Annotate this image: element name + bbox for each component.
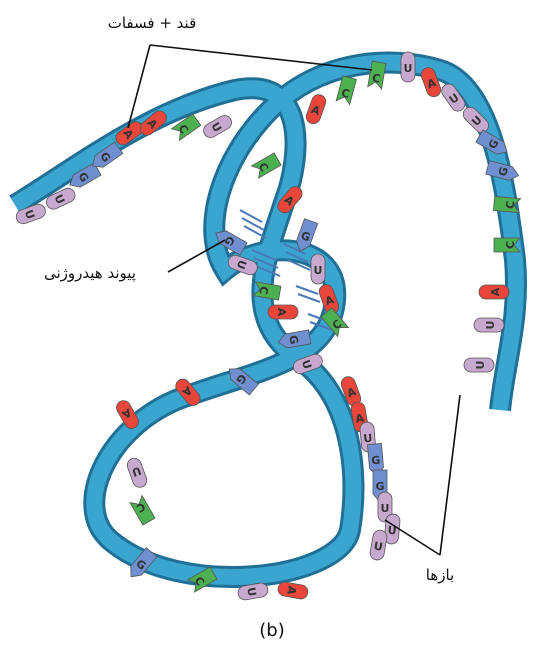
base-A-19: A [479, 285, 509, 299]
base-C-18: C [494, 238, 520, 252]
hydrogen-bond-line [296, 286, 318, 294]
base-A-8: A [304, 93, 327, 126]
bases-label: بازها [426, 566, 454, 584]
base-A-50: A [277, 581, 309, 600]
base-letter: U [404, 62, 413, 75]
base-letter: U [484, 321, 497, 330]
base-letter: G [371, 454, 381, 468]
base-letter: U [363, 432, 373, 446]
base-U-11: U [401, 52, 415, 82]
base-letter: U [381, 502, 390, 515]
hydrogen-bond-line [240, 210, 262, 222]
base-U-7: U [201, 113, 234, 140]
base-U-41: U [369, 529, 388, 561]
base-letter: U [314, 264, 323, 277]
base-U-25: U [311, 254, 325, 284]
hydrogen-bond-line [244, 226, 266, 238]
base-letter: C [504, 241, 517, 249]
base-letter: C [504, 200, 518, 209]
base-U-20: U [474, 318, 504, 332]
base-letter: A [275, 308, 288, 317]
base-U-21: U [464, 358, 494, 372]
base-letter: U [387, 524, 397, 538]
base-A-31: A [268, 305, 298, 319]
base-letter: A [489, 287, 502, 296]
base-C-42: C [130, 496, 155, 526]
base-C-22: C [252, 153, 282, 178]
hydrogen-bond-line [242, 218, 264, 230]
base-C-17: C [493, 196, 520, 212]
sugar-phosphate-backbone [15, 63, 516, 577]
backbone-ribbon-face [15, 63, 516, 577]
leader-sugar-right [150, 45, 372, 70]
sugar-phosphate-label: قند + فسفات [108, 14, 197, 32]
figure-caption: (b) [259, 620, 284, 641]
hydrogen-bond-line [298, 294, 320, 302]
base-letter: U [474, 361, 487, 370]
base-letter: G [375, 480, 384, 493]
leader-bases-1 [440, 395, 460, 555]
base-U-43: U [125, 456, 148, 489]
hydrogen-bond-label: پیوند هیدروژنی [44, 264, 136, 283]
